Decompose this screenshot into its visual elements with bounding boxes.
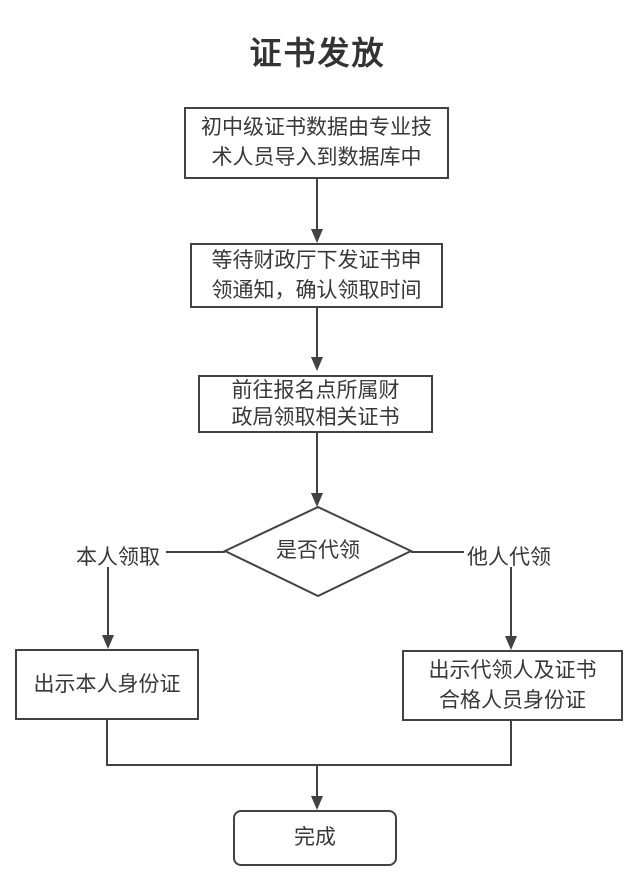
- arrowhead-step3-decision: [311, 493, 323, 507]
- step3-text-line2: 政局领取相关证书: [231, 406, 400, 429]
- page-title: 证书发放: [249, 35, 386, 71]
- arrowhead-leftlabel-leftresult: [102, 635, 114, 649]
- arrowhead-step2-step3: [311, 357, 323, 371]
- right-result-text-line2: 合格人员身份证: [439, 688, 586, 712]
- step3-text-line1: 前往报名点所属财: [231, 379, 400, 402]
- branch-label-self-pickup: 本人领取: [76, 546, 160, 569]
- decision-label: 是否代领: [238, 537, 398, 565]
- process-step3-goto-bureau: 前往报名点所属财 政局领取相关证书: [198, 375, 433, 433]
- process-right-show-proxy-id: 出示代领人及证书 合格人员身份证: [402, 650, 623, 721]
- right-result-text-line1: 出示代领人及证书: [428, 658, 597, 682]
- terminator-end: 完成: [233, 810, 397, 866]
- decision-diamond-shape: [222, 505, 414, 598]
- arrowhead-merge-end: [311, 796, 323, 810]
- arrowhead-step1-step2: [311, 229, 323, 243]
- step1-text-line2: 术人员导入到数据库中: [211, 146, 422, 169]
- step2-text-line1: 等待财政厅下发证书申: [211, 248, 422, 272]
- process-step2-wait-notice: 等待财政厅下发证书申 领通知，确认领取时间: [190, 243, 443, 308]
- process-left-show-own-id: 出示本人身份证: [15, 649, 199, 720]
- step1-text-line1: 初中级证书数据由专业技: [201, 116, 432, 139]
- branch-label-proxy-pickup: 他人代领: [467, 546, 551, 569]
- process-step1-import-data: 初中级证书数据由专业技 术人员导入到数据库中: [184, 107, 449, 179]
- end-text: 完成: [294, 826, 336, 849]
- connector-merge-bar: [106, 720, 512, 766]
- step2-text-line2: 领通知，确认领取时间: [211, 278, 422, 302]
- arrowhead-rightlabel-rightresult: [505, 636, 517, 650]
- left-result-text: 出示本人身份证: [33, 672, 181, 696]
- decision-text: 是否代领: [276, 539, 360, 562]
